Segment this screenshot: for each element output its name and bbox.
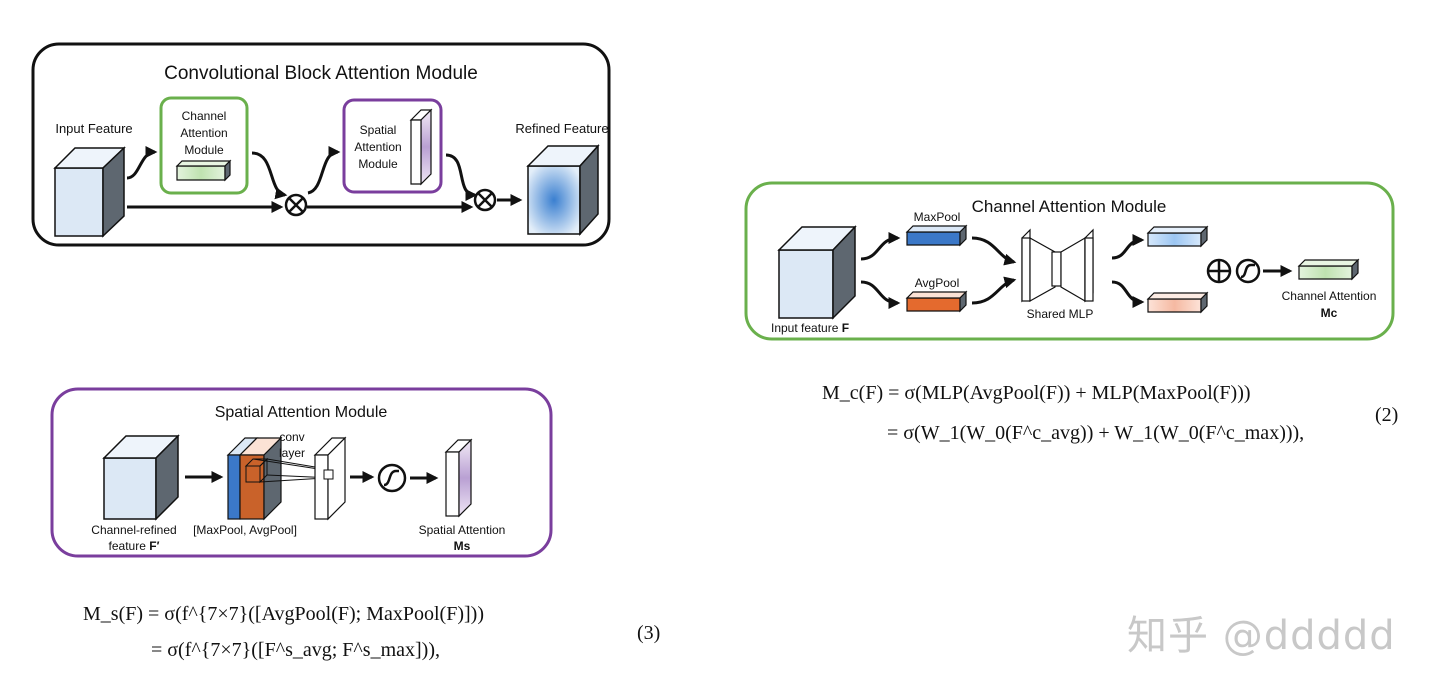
equation-3-line-1: M_s(F) = σ(f^{7×7}([AvgPool(F); MaxPool(… (83, 603, 484, 625)
spatial-label-1: Spatial (360, 123, 397, 137)
multiply-icon-2 (473, 188, 497, 212)
arrow-to-channel (126, 146, 158, 180)
cam-input-cube (777, 225, 857, 320)
cbam-refined-label: Refined Feature (515, 121, 608, 136)
channel-label-2: Attention (180, 126, 227, 140)
spatial-label-3: Module (358, 157, 398, 171)
cam-title: Channel Attention Module (972, 197, 1167, 216)
arrow-mlp-bottom (1111, 280, 1145, 308)
arrow-to-spatial (307, 146, 341, 195)
avgpool-label: AvgPool (915, 276, 959, 290)
sam-output-label: Spatial Attention (419, 523, 506, 537)
arrow-maxpool-mlp (971, 236, 1017, 266)
equation-2-line-2: = σ(W_1(W_0(F^c_avg)) + W_1(W_0(F^c_max)… (887, 422, 1305, 444)
sam-input-label-1: Channel-refined (91, 523, 176, 537)
sam-title: Spatial Attention Module (215, 404, 388, 421)
spatial-attention-box: Spatial Attention Module (342, 98, 443, 194)
cam-input-label: Input feature F (771, 321, 849, 335)
sigmoid-icon (1235, 258, 1261, 284)
spatial-label-2: Attention (354, 140, 401, 154)
arrow-channel-out (251, 151, 288, 200)
cam-panel: Channel Attention Module Input feature F… (744, 181, 1395, 341)
arrow-spatial-out (445, 153, 478, 201)
cbam-title: Convolutional Block Attention Module (164, 63, 478, 84)
avgpool-bar (905, 290, 968, 313)
add-icon (1206, 258, 1232, 284)
equation-3-line-2: = σ(f^{7×7}([F^s_avg; F^s_max])), (151, 639, 440, 661)
multiply-icon-1 (284, 193, 308, 217)
pool-label: [MaxPool, AvgPool] (193, 523, 297, 537)
conv-lines (252, 458, 334, 483)
mlp-out-blue-bar (1146, 225, 1209, 248)
ms-map (444, 438, 473, 518)
channel-label-3: Module (184, 143, 224, 157)
arrow-mlp-top (1111, 234, 1145, 260)
cbam-input-cube (53, 146, 126, 238)
shared-mlp-label: Shared MLP (1027, 307, 1094, 321)
equation-2-line-1: M_c(F) = σ(MLP(AvgPool(F)) + MLP(MaxPool… (822, 382, 1251, 404)
equation-2: M_c(F) = σ(MLP(AvgPool(F)) + MLP(MaxPool… (822, 382, 1342, 462)
arrow-to-maxpool (860, 232, 901, 261)
sam-output-symbol: Ms (454, 539, 471, 553)
equation-3: M_s(F) = σ(f^{7×7}([AvgPool(F); MaxPool(… (83, 603, 563, 673)
maxpool-label: MaxPool (914, 210, 961, 224)
sam-input-cube (102, 434, 180, 521)
equation-2-number: (2) (1375, 404, 1399, 426)
watermark: 知乎 @ddddd (1127, 613, 1396, 659)
cbam-panel: Convolutional Block Attention Module Inp… (31, 42, 611, 247)
maxpool-bar (905, 224, 968, 247)
conv-output-map (313, 436, 347, 521)
mlp-out-pink-bar (1146, 291, 1209, 314)
cbam-refined-cube (526, 144, 600, 236)
cam-output-label: Channel Attention (1282, 289, 1377, 303)
arrow-avgpool-mlp (971, 276, 1017, 305)
equation-3-number: (3) (637, 622, 661, 644)
sam-panel: Spatial Attention Module Channel-refined… (50, 387, 553, 558)
conv-label-1: conv (279, 430, 304, 444)
sam-sigmoid-icon (377, 463, 407, 493)
cbam-input-label: Input Feature (55, 121, 132, 136)
mc-bar (1297, 258, 1360, 281)
channel-attention-box: Channel Attention Module (159, 96, 249, 195)
shared-mlp (1021, 228, 1094, 303)
sam-input-label-2: feature F′ (109, 539, 160, 553)
pooled-feature-maps (226, 436, 283, 521)
cam-output-symbol: Mc (1321, 306, 1338, 320)
arrow-to-avgpool (860, 280, 901, 309)
channel-label-1: Channel (182, 109, 227, 123)
conv-label-2: layer (279, 446, 305, 460)
